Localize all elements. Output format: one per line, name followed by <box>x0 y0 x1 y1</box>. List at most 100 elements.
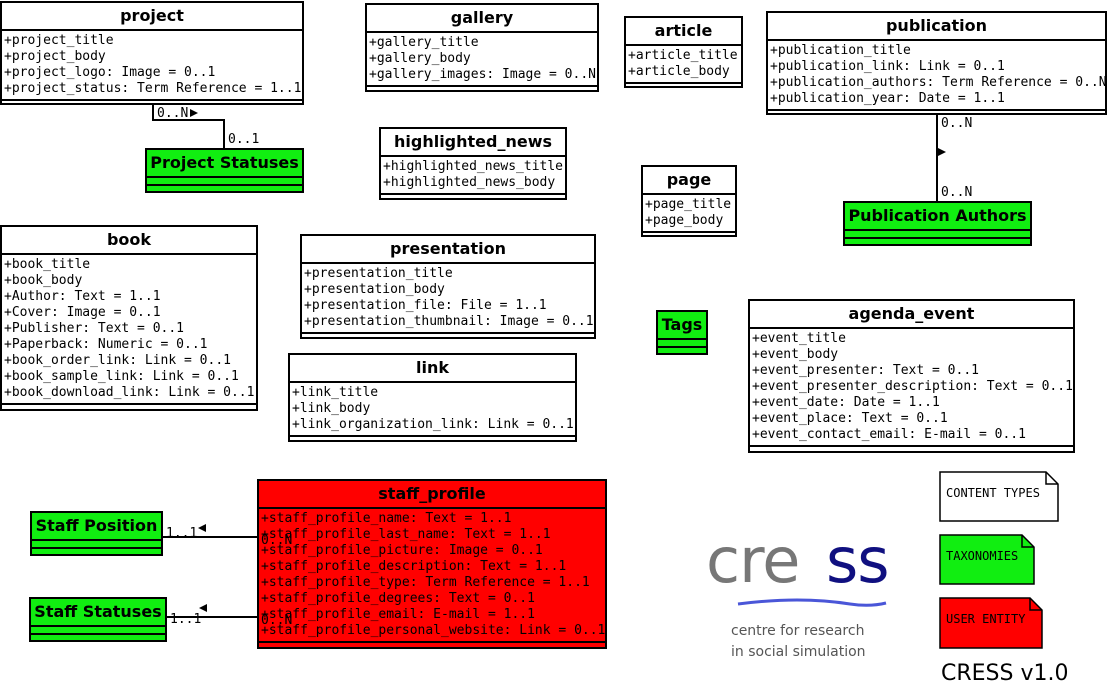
class-name: article <box>626 18 741 46</box>
taxonomy-name: Project Statuses <box>147 150 302 178</box>
attribute: +Publisher: Text = 0..1 <box>4 321 185 336</box>
legend-user-entity: USER ENTITY <box>946 612 1026 626</box>
attribute: +event_title <box>752 331 846 346</box>
attribute: +presentation_body <box>304 282 445 297</box>
class-name: project <box>2 3 302 31</box>
attribute: +highlighted_news_body <box>383 175 556 190</box>
attribute: +Author: Text = 1..1 <box>4 289 161 304</box>
attribute: +project_status: Term Reference = 1..1 <box>4 81 302 96</box>
taxonomy-staff-position: Staff Position <box>30 511 163 556</box>
taxonomy-project-statuses: Project Statuses <box>145 148 304 193</box>
attribute: +project_logo: Image = 0..1 <box>4 65 216 80</box>
attribute: +event_presenter: Text = 0..1 <box>752 363 979 378</box>
attribute: +staff_profile_name: Text = 1..1 <box>261 511 512 526</box>
legend-taxonomies: TAXONOMIES <box>946 549 1019 563</box>
class-gallery: gallery +gallery_title +gallery_body +ga… <box>365 3 599 92</box>
attribute: +book_sample_link: Link = 0..1 <box>4 369 239 384</box>
class-book: book +book_title +book_body +Author: Tex… <box>0 225 258 411</box>
taxonomy-staff-statuses: Staff Statuses <box>29 597 167 642</box>
multiplicity-label: 1..1 <box>166 526 198 541</box>
attribute: +staff_profile_last_name: Text = 1..1 <box>261 527 551 542</box>
class-page: page +page_title +page_body <box>641 165 737 237</box>
attribute: +page_body <box>645 213 724 228</box>
class-project: project +project_title +project_body +pr… <box>0 1 304 105</box>
attribute: +Paperback: Numeric = 0..1 <box>4 337 208 352</box>
attribute: +project_title <box>4 33 114 48</box>
attribute: +project_body <box>4 49 106 64</box>
class-name: publication <box>768 13 1105 41</box>
class-publication: publication +publication_title +publicat… <box>766 11 1107 115</box>
version-label: CRESS v1.0 <box>941 661 1069 686</box>
attribute: +article_title <box>628 48 738 63</box>
attribute: +staff_profile_description: Text = 1..1 <box>261 559 567 574</box>
multiplicity-label: 0..N <box>157 106 189 121</box>
class-name: presentation <box>302 236 594 264</box>
attribute: +presentation_title <box>304 266 453 281</box>
attribute: +Cover: Image = 0..1 <box>4 305 161 320</box>
attribute: +gallery_title <box>369 35 479 50</box>
class-name: page <box>643 167 735 195</box>
attribute: +staff_profile_picture: Image = 0..1 <box>261 543 543 558</box>
arrowhead-icon <box>938 148 946 156</box>
attribute: +publication_link: Link = 0..1 <box>770 59 1005 74</box>
attribute: +link_title <box>292 385 379 400</box>
arrowhead-icon <box>190 109 198 117</box>
class-name: agenda_event <box>750 301 1073 329</box>
attribute: +presentation_thumbnail: Image = 0..1 <box>304 314 594 329</box>
class-name: book <box>2 227 256 255</box>
attribute: +staff_profile_personal_website: Link = … <box>261 623 606 638</box>
note-shape-user-entity <box>939 597 1043 649</box>
multiplicity-label: 0..N <box>261 613 293 628</box>
class-presentation: presentation +presentation_title +presen… <box>300 234 596 339</box>
legend-content-types: CONTENT TYPES <box>946 486 1040 500</box>
class-link: link +link_title +link_body +link_organi… <box>288 353 577 442</box>
logo-line-2: in social simulation <box>731 644 866 660</box>
attribute: +book_body <box>4 273 83 288</box>
multiplicity-label: 0..N <box>261 533 293 548</box>
attribute: +article_body <box>628 64 730 79</box>
attribute: +presentation_file: File = 1..1 <box>304 298 547 313</box>
taxonomy-publication-authors: Publication Authors <box>843 201 1032 246</box>
attribute: +book_title <box>4 257 91 272</box>
taxonomy-name: Staff Position <box>32 513 161 541</box>
attribute: +book_order_link: Link = 0..1 <box>4 353 231 368</box>
arrowhead-icon <box>198 524 206 532</box>
logo-word-right: ss <box>826 524 890 597</box>
attribute: +staff_profile_degrees: Text = 0..1 <box>261 591 535 606</box>
attribute: +publication_year: Date = 1..1 <box>770 91 1005 106</box>
attribute: +staff_profile_type: Term Reference = 1.… <box>261 575 590 590</box>
attribute: +book_download_link: Link = 0..1 <box>4 385 255 400</box>
attribute: +event_presenter_description: Text = 0..… <box>752 379 1073 394</box>
attribute: +event_place: Text = 0..1 <box>752 411 948 426</box>
note-shape-content-types <box>939 471 1059 522</box>
attribute: +event_contact_email: E-mail = 0..1 <box>752 427 1026 442</box>
attribute: +link_organization_link: Link = 0..1 <box>292 417 574 432</box>
class-highlighted-news: highlighted_news +highlighted_news_title… <box>379 127 567 200</box>
attribute: +highlighted_news_title <box>383 159 564 174</box>
logo-line-1: centre for research <box>731 623 865 639</box>
taxonomy-tags: Tags <box>656 310 708 355</box>
project-status-connector <box>152 104 225 148</box>
attribute: +publication_title <box>770 43 911 58</box>
multiplicity-label: 0..N <box>941 116 973 131</box>
attribute: +staff_profile_email: E-mail = 1..1 <box>261 607 535 622</box>
attribute: +gallery_images: Image = 0..N <box>369 67 596 82</box>
class-article: article +article_title +article_body <box>624 16 743 88</box>
taxonomy-name: Staff Statuses <box>31 599 165 627</box>
class-name: highlighted_news <box>381 129 565 157</box>
taxonomy-name: Tags <box>658 312 706 340</box>
class-agenda-event: agenda_event +event_title +event_body +e… <box>748 299 1075 453</box>
arrowhead-icon <box>199 604 207 612</box>
class-name: gallery <box>367 5 597 33</box>
attribute: +page_title <box>645 197 732 212</box>
logo-word-left: cre <box>706 524 800 597</box>
attribute: +event_body <box>752 347 839 362</box>
note-shape-taxonomies <box>939 534 1035 585</box>
class-name: link <box>290 355 575 383</box>
taxonomy-name: Publication Authors <box>845 203 1030 231</box>
attribute: +publication_authors: Term Reference = 0… <box>770 75 1107 90</box>
